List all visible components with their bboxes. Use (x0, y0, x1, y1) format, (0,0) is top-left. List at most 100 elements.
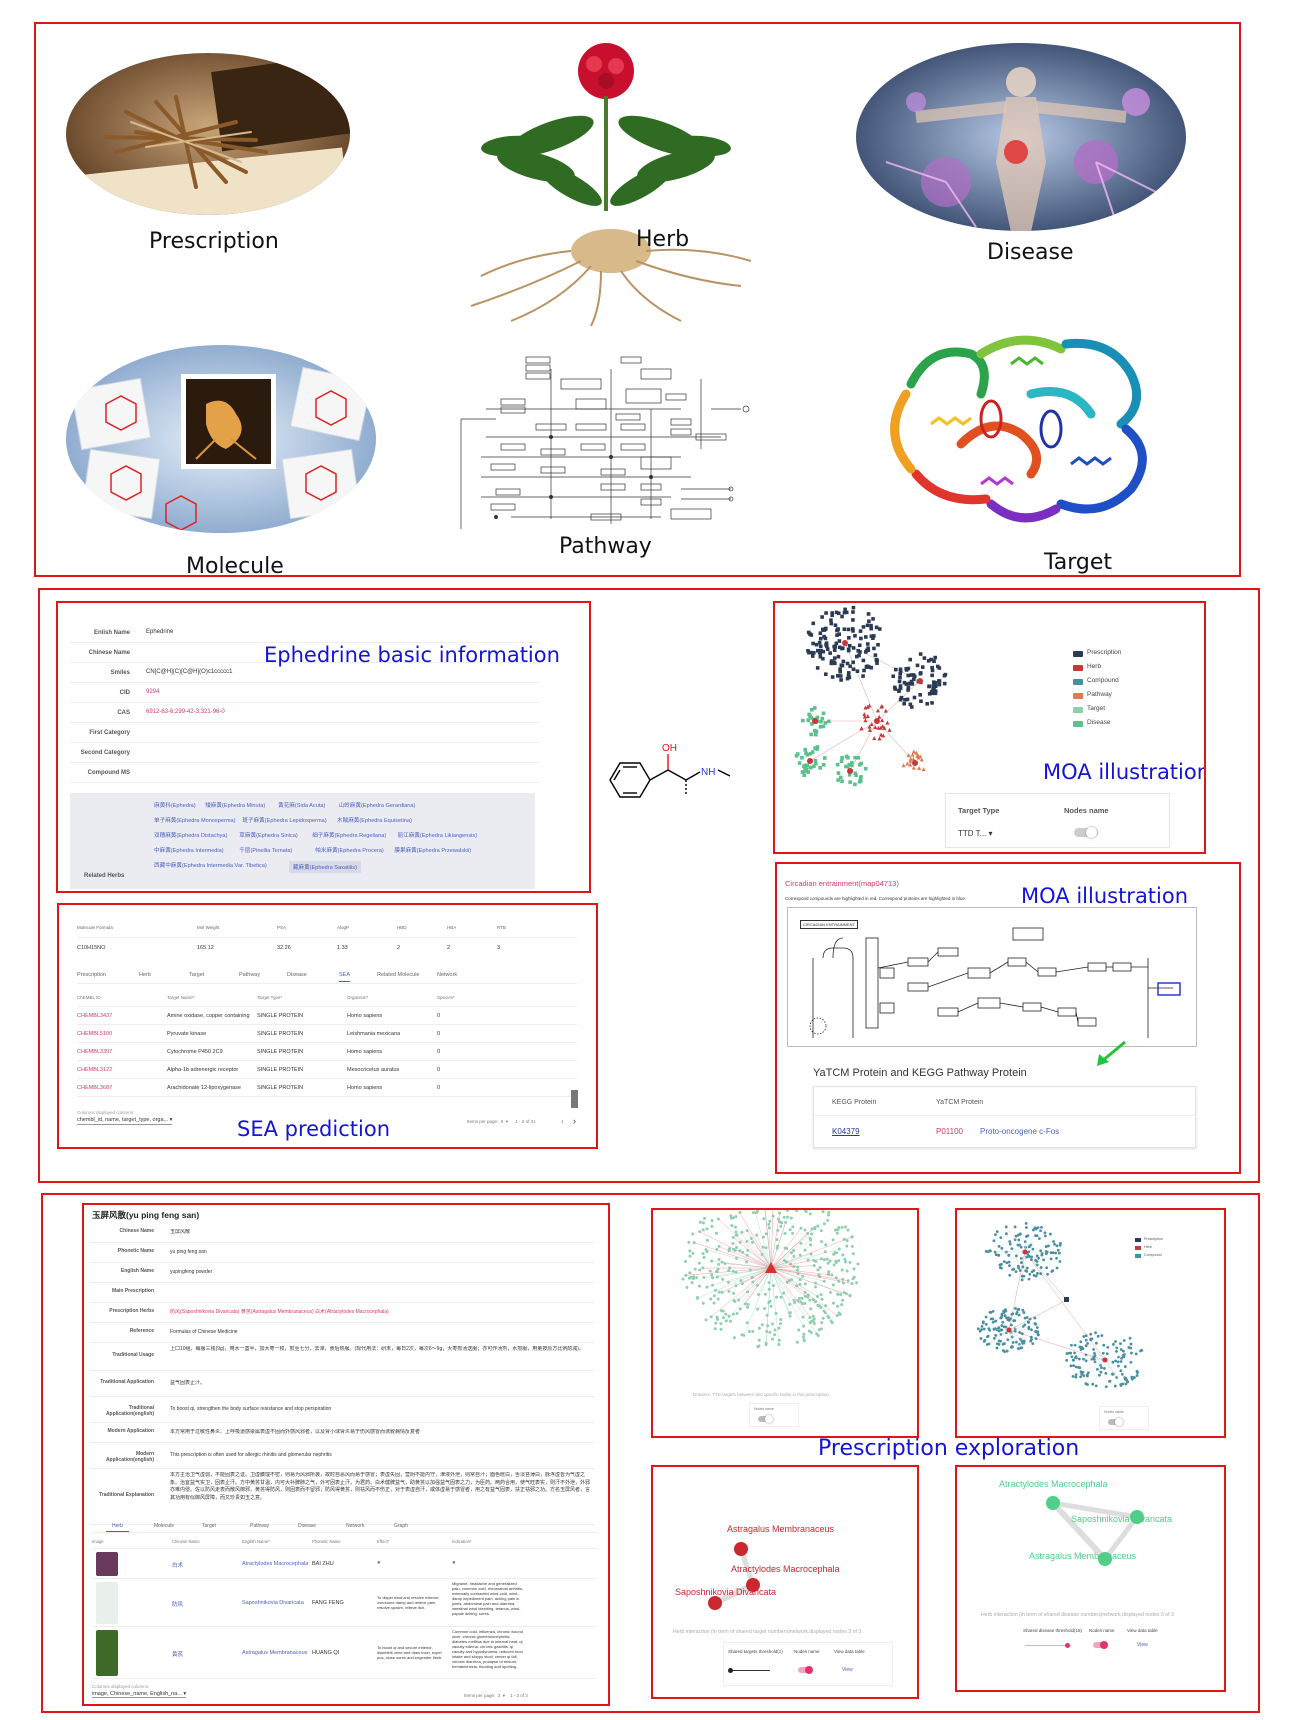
prev-page-icon[interactable]: ‹ (561, 1116, 564, 1126)
tab-related-molecule[interactable]: Related Molecule (377, 972, 420, 978)
network-node (873, 725, 878, 730)
herb-chinese-name[interactable]: 防风 (172, 1602, 184, 1608)
tab-sea[interactable]: SEA (339, 972, 351, 982)
next-page-icon[interactable]: › (573, 1116, 576, 1126)
nodes-name-toggle[interactable] (1074, 827, 1098, 838)
herb-column-select[interactable]: image, Chinese_name, English_na... ▾ (92, 1691, 187, 1698)
table-cell: Leishmania mexicana (347, 1031, 401, 1037)
herb-english-name[interactable]: Atractylodes Macrocephala (242, 1561, 309, 1567)
network-node (937, 682, 942, 687)
related-herb-link[interactable]: 斑子麻黄(Ephedra Lepidosperma) (242, 818, 327, 824)
hn2-threshold-slider[interactable] (1025, 1643, 1071, 1648)
tab-network[interactable]: Network (346, 1523, 365, 1529)
network-node (929, 657, 933, 662)
pathway-link-title[interactable]: Circadian entrainment(map04713) (785, 879, 899, 888)
net2-nodes-toggle[interactable] (1108, 1418, 1123, 1426)
related-herb-link[interactable]: 帕米麻黄(Ephedra Procera) (315, 848, 384, 854)
network-node (1092, 1357, 1096, 1361)
related-herb-link[interactable]: 藏麻黄(Ephedra Saxatilis) (288, 861, 361, 873)
related-herb-link[interactable]: 中麻黄(Ephedra Intermedia) (154, 848, 224, 854)
related-herb-link[interactable]: 矮麻黄(Ephedra Minuta) (205, 803, 266, 809)
related-herb-link[interactable]: 膜果麻黄(Ephedra Przewalskii) (394, 848, 472, 854)
network-node (865, 642, 870, 646)
related-herb-link[interactable]: 山岭麻黄(Ephedra Gerardiana) (338, 803, 416, 809)
network-node (1030, 1255, 1034, 1259)
network-node (1027, 1277, 1031, 1281)
related-herb-link[interactable]: 草麻黄(Ephedra Sinica) (239, 833, 298, 839)
network-edge (1008, 1251, 1026, 1331)
tab-herb[interactable]: Herb (139, 972, 151, 978)
network-edge (1024, 1251, 1106, 1361)
related-herb-link[interactable]: 丽江麻黄(Ephedra Likiangensis) (397, 833, 478, 839)
chembl-link[interactable]: CHEMBL3687 (77, 1085, 113, 1091)
herb-indication: Migraine, headache and generalized pain,… (452, 1581, 524, 1616)
herb-chinese-name[interactable]: 白术 (172, 1563, 184, 1569)
tab-graph[interactable]: Graph (394, 1523, 408, 1529)
network-node (1014, 1306, 1017, 1310)
tab-pathway[interactable]: Pathway (239, 972, 261, 978)
related-herb-link[interactable]: 千层(Pinellia Ternata) (239, 848, 293, 854)
network-node (831, 1283, 835, 1287)
related-herb-link[interactable]: 单子麻黄(Ephedra Monosperma) (154, 818, 236, 824)
network-node (709, 1315, 713, 1319)
herb-chinese-name[interactable]: 黄芪 (172, 1652, 184, 1658)
network-node (1036, 1226, 1040, 1229)
related-herb-link[interactable]: 木贼麻黄(Ephedra Equisetina) (337, 818, 412, 824)
table-header: Chinese Name (172, 1539, 200, 1544)
chembl-link[interactable]: CHEMBL3122 (77, 1067, 113, 1073)
target-type-select[interactable]: TTD T... ▾ (958, 829, 993, 838)
hn1-nodes-toggle[interactable] (798, 1666, 813, 1674)
tab-network[interactable]: Network (437, 972, 458, 978)
tab-target[interactable]: Target (202, 1523, 216, 1529)
network-node (1052, 1240, 1055, 1243)
tab-prescription[interactable]: Prescription (77, 972, 107, 978)
related-herb-link[interactable]: 麻黄科(Ephedra) (154, 803, 196, 809)
sea-scrollbar[interactable] (571, 1090, 578, 1108)
network-node (848, 780, 852, 784)
property-value: 2 (397, 945, 401, 951)
herb-english-name[interactable]: Saposhnikovia Divaricata (242, 1600, 304, 1606)
tab-herb[interactable]: Herb (106, 1523, 129, 1532)
chembl-link[interactable]: CHEMBL3397 (77, 1049, 113, 1055)
chembl-link[interactable]: CHEMBL5100 (77, 1031, 113, 1037)
related-herb-link[interactable]: 双穗麻黄(Ephedra Distachya) (154, 833, 228, 839)
network-node (841, 1281, 845, 1285)
network-node (847, 762, 852, 767)
network-node (933, 689, 938, 693)
network-node (782, 1259, 786, 1263)
network-node (768, 1219, 772, 1223)
hn1-threshold-slider[interactable] (728, 1668, 770, 1673)
yatcm-protein-name[interactable]: Proto-oncogene c-Fos (980, 1127, 1060, 1136)
network-node (698, 1230, 702, 1234)
network-node (832, 656, 837, 660)
tab-disease[interactable]: Disease (287, 972, 307, 978)
related-herb-link[interactable]: 西藏中麻黄(Ephedra Intermedia Var. Tibetica) (154, 863, 267, 869)
tab-target[interactable]: Target (189, 972, 205, 978)
network-node (805, 752, 810, 757)
yatcm-protein-id[interactable]: P01100 (936, 1127, 963, 1136)
sea-column-select[interactable]: chembl_id, name, target_type, orga... ▾ (77, 1117, 173, 1125)
moa-network-graph (794, 605, 948, 787)
related-herb-link[interactable]: 细子麻黄(Ephedra Regeliana) (312, 833, 387, 839)
hn2-caption: Herb interaction (in term of shared dise… (981, 1612, 1174, 1618)
network-node (838, 775, 843, 780)
network-edge (739, 1212, 772, 1269)
herb-english-name[interactable]: Astragalus Membranaceus (242, 1650, 308, 1656)
network-node (1073, 1343, 1077, 1347)
network-node (806, 630, 811, 635)
tab-pathway[interactable]: Pathway (250, 1523, 270, 1529)
network-node (1027, 1327, 1031, 1331)
tab-molecule[interactable]: Molecule (154, 1523, 175, 1529)
network-node (905, 697, 910, 702)
hn1-view-link[interactable]: View (842, 1667, 853, 1673)
kegg-protein-link[interactable]: K04379 (832, 1127, 860, 1136)
net1-nodes-toggle[interactable] (758, 1415, 773, 1423)
network-node (1048, 1232, 1052, 1236)
network-node (1045, 1266, 1049, 1270)
hn2-view-link[interactable]: View (1137, 1642, 1148, 1648)
hn1-nodes-label: Nodes name (794, 1649, 820, 1654)
hn2-nodes-toggle[interactable] (1093, 1641, 1108, 1649)
related-herb-link[interactable]: 黄花麻(Sida Acuta) (278, 803, 326, 809)
chembl-link[interactable]: CHEMBL3437 (77, 1013, 113, 1019)
tab-disease[interactable]: Disease (298, 1523, 317, 1529)
